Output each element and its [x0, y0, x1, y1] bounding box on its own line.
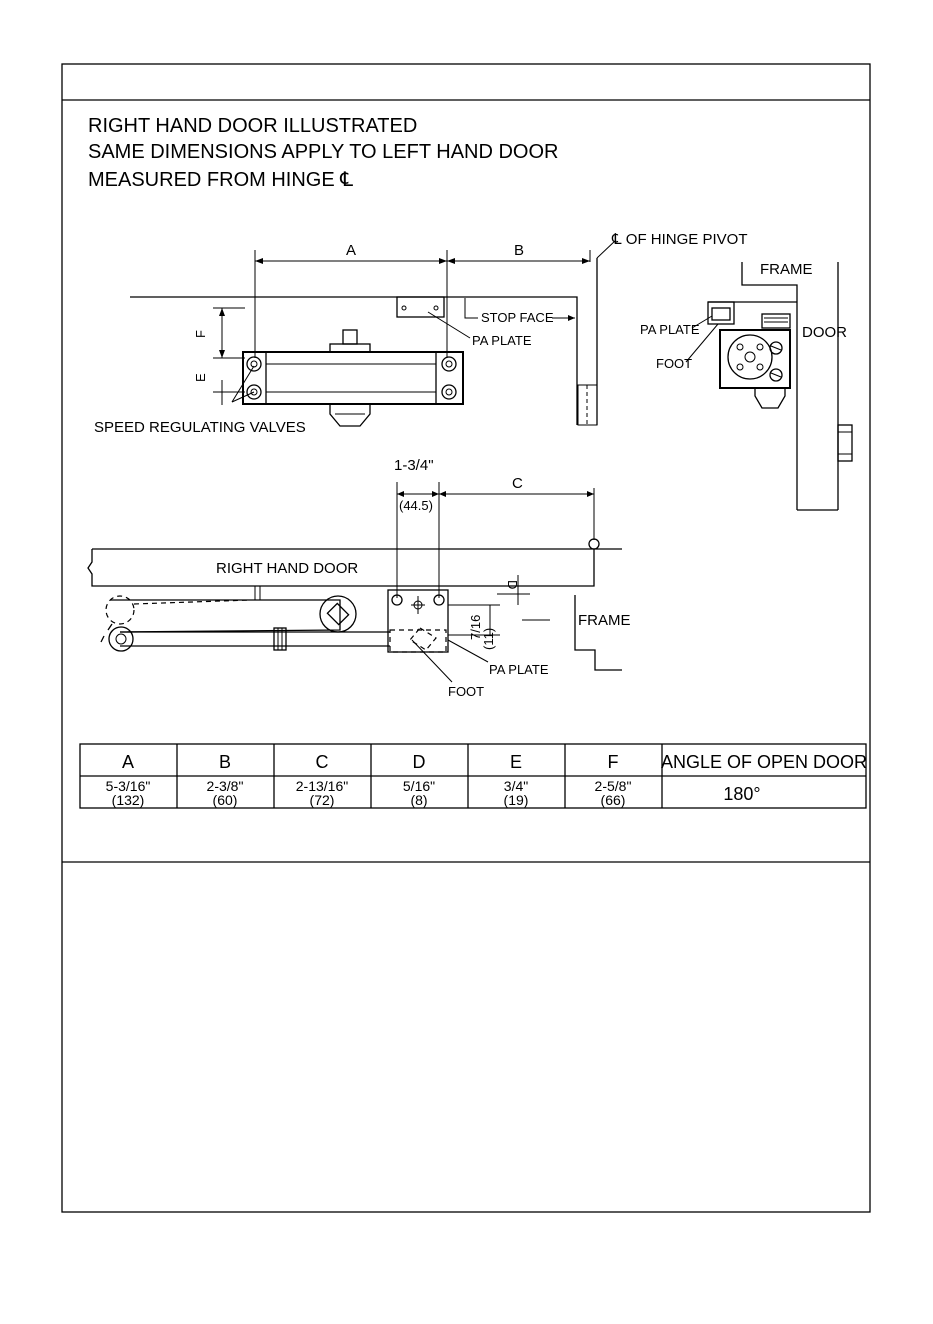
dim-top-label: 1-3/4" [394, 457, 434, 474]
hinge-pivot-label: ℄ OF HINGE PIVOT [611, 231, 747, 248]
side-frame-label: FRAME [760, 261, 813, 278]
table-header-b: B [219, 752, 231, 772]
table-header-angle: ANGLE OF OPEN DOOR [661, 752, 867, 772]
table-value-b-mm: (60) [213, 792, 238, 808]
dimension-table: A B C D E F ANGLE OF OPEN DOOR 5-3/16" (… [79, 743, 867, 809]
dim-716-label: 7/16 [468, 615, 483, 640]
dim-f-label: F [193, 330, 208, 338]
table-value-d-mm: (8) [410, 792, 427, 808]
top-pa-plate-label: PA PLATE [472, 333, 532, 348]
dim-d-label: D [505, 580, 520, 589]
note-line-2: SAME DIMENSIONS APPLY TO LEFT HAND DOOR [88, 141, 559, 163]
stop-face-label: STOP FACE [481, 310, 554, 325]
dim-a-label: A [346, 242, 356, 259]
side-pa-plate-label: PA PLATE [640, 322, 700, 337]
arm-pa-plate-label: PA PLATE [489, 662, 549, 677]
table-header-c: C [316, 752, 329, 772]
arm-foot-label: FOOT [448, 684, 484, 699]
table-value-e-in: 3/4" [504, 778, 528, 794]
right-hand-door-label: RIGHT HAND DOOR [216, 560, 358, 577]
table-value-b-in: 2-3/8" [207, 778, 244, 794]
dim-c-label: C [512, 475, 523, 492]
note-line-1: RIGHT HAND DOOR ILLUSTRATED [88, 115, 417, 137]
table-value-a-mm: (132) [112, 792, 145, 808]
note-line-3: MEASURED FROM HINGE ℄ [88, 169, 353, 191]
table-value-e-mm: (19) [504, 792, 529, 808]
dim-top-mm-label: (44.5) [399, 498, 433, 513]
table-value-f-in: 2-5/8" [595, 778, 632, 794]
side-foot-label: FOOT [656, 356, 692, 371]
arm-view: 1-3/4" (44.5) C RIGHT HAND DOOR FRAME D [87, 457, 631, 699]
table-header-e: E [510, 752, 522, 772]
side-view: FRAME DOOR PA PLATE FOOT [640, 261, 853, 511]
table-value-c-mm: (72) [310, 792, 335, 808]
table-value-f-mm: (66) [601, 792, 626, 808]
drawing-border [61, 63, 871, 1213]
dim-716-mm-label: (11) [481, 628, 496, 650]
table-header-d: D [413, 752, 426, 772]
speed-valves-label: SPEED REGULATING VALVES [94, 419, 306, 436]
table-value-angle: 180° [723, 784, 760, 804]
table-value-c-in: 2-13/16" [296, 778, 348, 794]
table-value-d-in: 5/16" [403, 778, 435, 794]
table-header-f: F [608, 752, 619, 772]
dim-b-label: B [514, 242, 524, 259]
top-view: A B ℄ OF HINGE PIVOT STOP FACE PA PLATE … [94, 231, 747, 436]
side-door-label: DOOR [802, 324, 847, 341]
arm-frame-label: FRAME [578, 612, 631, 629]
dim-e-label: E [193, 373, 208, 382]
table-value-a-in: 5-3/16" [106, 778, 151, 794]
table-header-a: A [122, 752, 134, 772]
